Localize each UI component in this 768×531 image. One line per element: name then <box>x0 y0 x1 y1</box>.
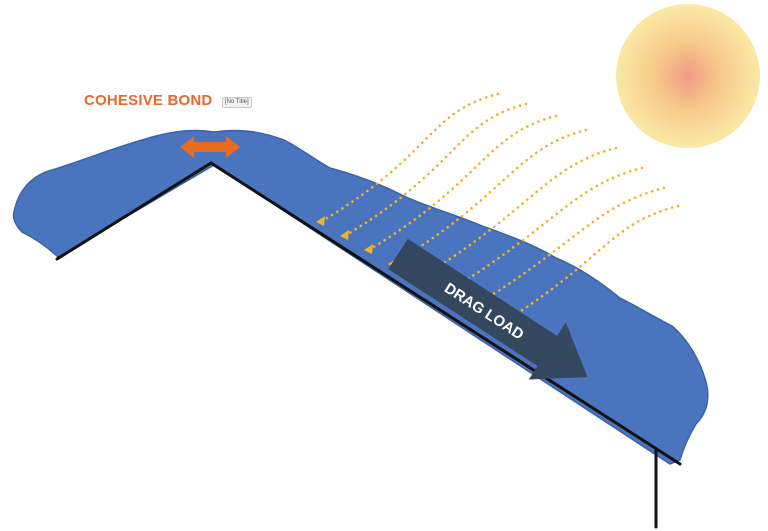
heat-wave-arrowhead <box>316 216 325 226</box>
roof-outline <box>55 161 682 529</box>
snow-layer <box>12 129 709 465</box>
no-title-badge: [No Title] <box>222 97 252 108</box>
cohesive-bond-label: COHESIVE BOND <box>84 92 213 109</box>
heat-wave-line <box>442 166 644 296</box>
heat-wave-line <box>370 114 558 250</box>
heat-wave-arrowhead <box>340 230 349 240</box>
down-slope-arrow-icon <box>388 238 588 380</box>
roof-right-slope <box>209 161 682 466</box>
heat-wave-arrowhead <box>364 244 373 254</box>
heat-wave-line <box>394 128 588 264</box>
heat-wave-line <box>418 146 618 280</box>
heat-wave-line <box>346 102 528 236</box>
heat-wave-line <box>322 92 500 222</box>
sun-icon <box>616 4 760 148</box>
double-headed-arrow-icon <box>180 136 240 158</box>
heat-wave-line <box>492 204 680 330</box>
roof-left-slope <box>55 161 213 261</box>
heat-wave-line <box>466 186 666 312</box>
